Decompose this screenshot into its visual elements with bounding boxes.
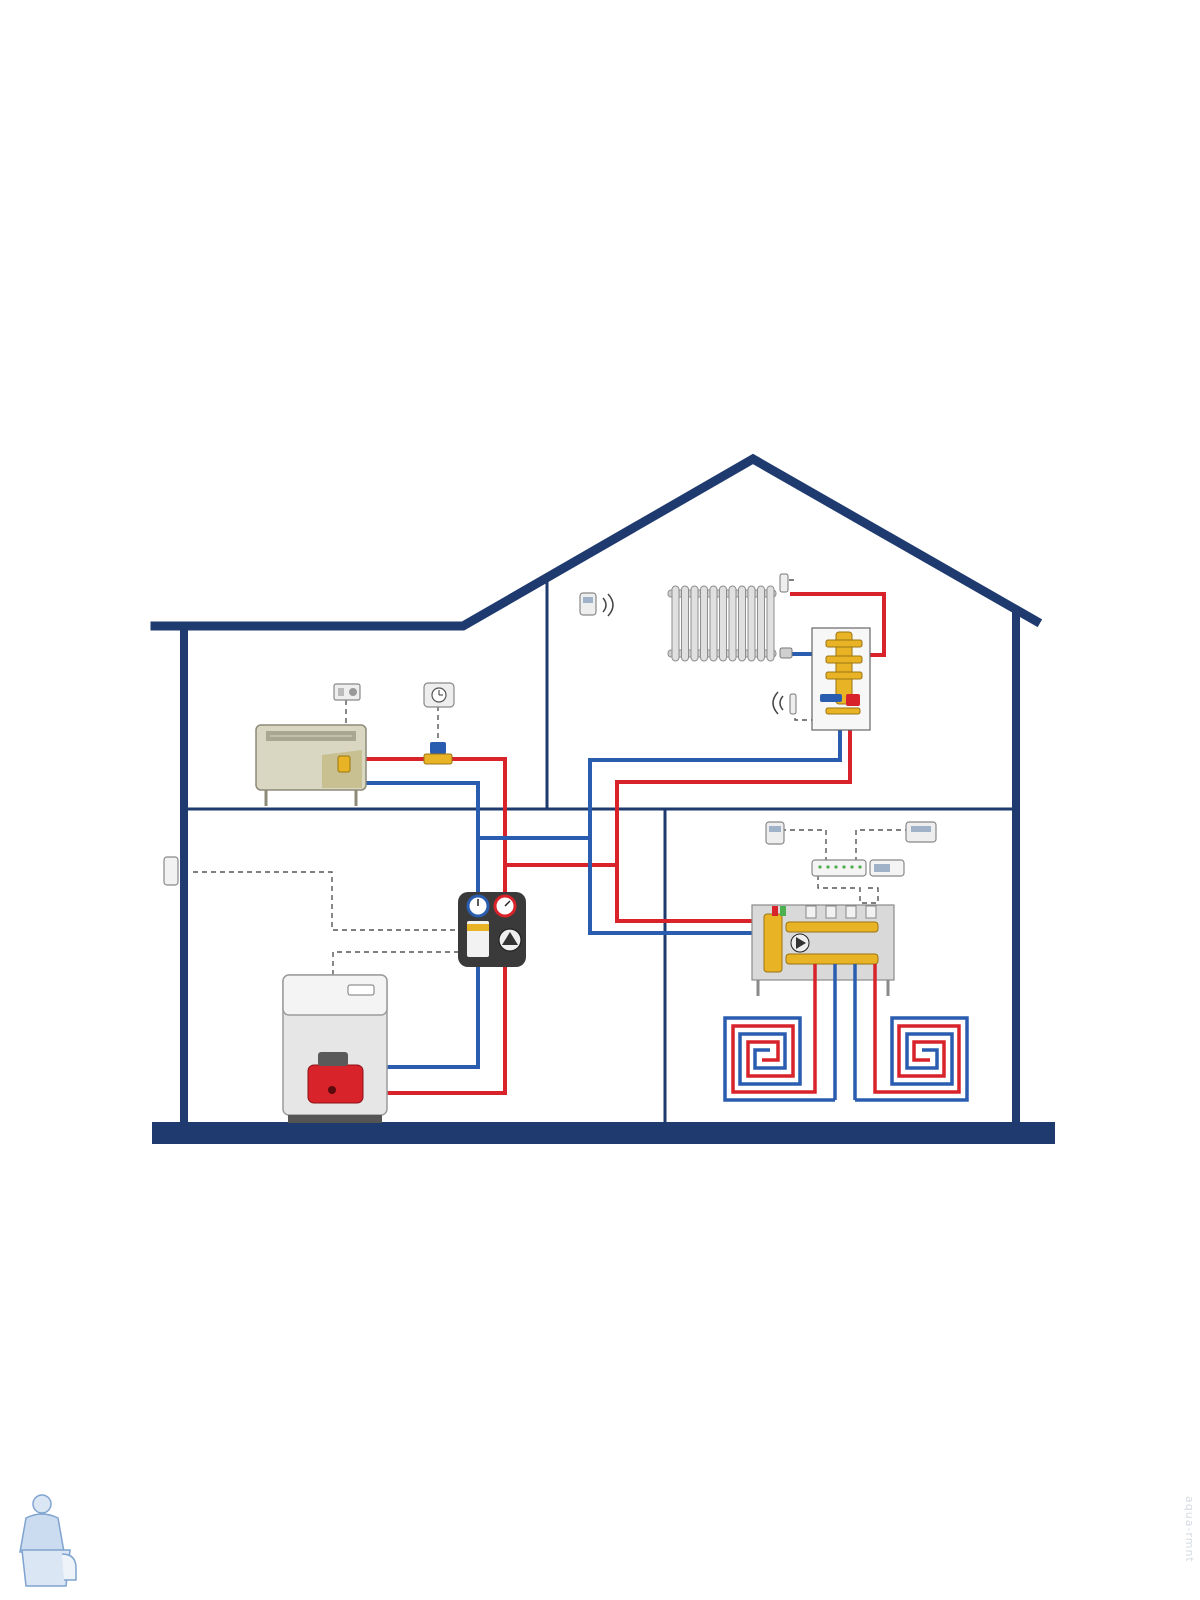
radiator-lockshield [779,647,793,659]
pipe-network [366,592,886,1095]
convector-control [337,755,351,773]
wireless-signal-icon [772,691,784,715]
boiler-display [347,984,375,996]
floor-loop-right [855,1016,969,1102]
pipe-return-convector [366,781,480,892]
roof-outline [150,453,1043,631]
boiler [282,974,388,1123]
floor-heating-manifold [751,904,895,996]
electric-convector [255,724,367,806]
radiator-fin [709,585,718,662]
radiator-fin [671,585,680,662]
radiator-fin [738,585,746,662]
wireless-thermostat [579,592,614,617]
radiator-fin [747,585,756,662]
plumber-mascot-icon [19,1494,77,1587]
room-thermostat-right [905,821,937,843]
zone-controller [811,859,905,877]
radiator-actuator [779,573,789,593]
wireless-receiver [772,691,797,715]
pipe-supply-trunk [505,702,852,867]
radiator-fin [681,585,689,662]
radiator-fin [757,585,765,662]
watermark: aqua-rmnt [1183,1496,1196,1563]
pipe-return-trunk [478,702,842,840]
boiler-burner [307,1064,364,1104]
wireless-signal-icon [602,593,614,617]
room-thermostat-left [765,821,785,845]
wire-boiler-pump [332,951,458,975]
house-structure [150,453,1043,1128]
pipe-supply-radiator [790,592,886,657]
foundation [152,1122,1055,1144]
room-thermostat [333,683,361,701]
manifold-cabinet [811,627,871,731]
pump-group [458,892,526,967]
radiator-fin [766,585,775,662]
floor-loop-left [723,1016,835,1102]
pipe-supply-convector [366,757,507,892]
wire-ufh-thermostat-left [775,829,827,862]
radiator-fin [719,585,727,662]
pipe-return-ufh [588,838,752,935]
wire-zone-actuators [817,875,879,904]
radiator-fin [700,585,708,662]
manifold-bar [835,631,853,705]
thermostatic-valve [423,742,453,765]
radiator-fin [690,585,699,662]
ufh-feed-pipes [813,964,877,1100]
boiler-base [288,1115,382,1123]
wire-wireless-receiver [794,700,815,721]
pipe-supply-ufh [615,865,752,923]
radiator-fins [671,585,775,662]
pipe-supply-boiler [386,955,507,1095]
wire-outdoor-sensor [193,871,458,931]
timer-clock [423,682,455,708]
pipe-return-boiler [386,955,480,1069]
radiator [667,573,793,662]
outdoor-sensor [163,856,179,886]
radiator-fin [728,585,737,662]
